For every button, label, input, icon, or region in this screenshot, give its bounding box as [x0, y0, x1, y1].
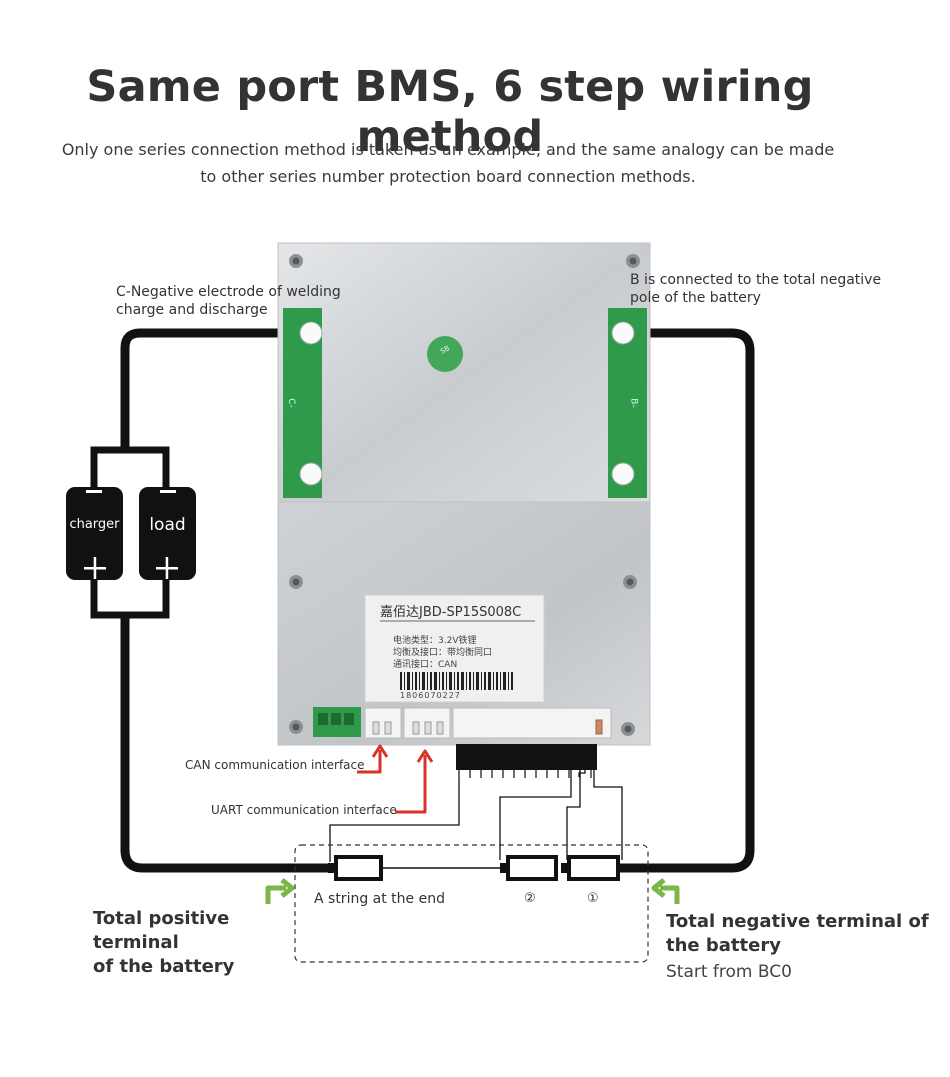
b-connected-line-1: B is connected to the total negative: [630, 272, 882, 288]
charger-label: charger: [69, 517, 120, 532]
total-positive-line-2: of the battery: [93, 956, 235, 977]
bms-board: [277, 242, 651, 746]
barcode: [400, 672, 513, 690]
c-negative-line-1: C-Negative electrode of welding: [116, 284, 341, 300]
wire-b-negative: [618, 328, 755, 873]
battery-pack-outline: [294, 844, 649, 963]
total-positive-label: Total positive terminal of the battery: [93, 907, 293, 979]
subtitle-line-2: to other series number protection board …: [200, 167, 696, 186]
start-from-label: Start from BC0: [666, 962, 792, 982]
wire-to-positive: [120, 615, 336, 873]
board-model-label: 嘉佰达JBD-SP15S008C: [380, 605, 522, 620]
board-spec-line-1: 电池类型：3.2V铁锂: [393, 636, 477, 646]
uart-interface-label: UART communication interface: [211, 803, 397, 817]
balance-wires: [329, 770, 623, 862]
can-interface-label: CAN communication interface: [185, 758, 365, 772]
total-negative-label: Total negative terminal of the battery: [666, 910, 936, 958]
total-negative-line-1: Total negative terminal of: [666, 911, 929, 932]
red-arrow-icon: [357, 744, 434, 814]
bracket-top: [90, 446, 170, 492]
cell-2: [500, 855, 558, 881]
green-arrow-icon: [265, 878, 680, 904]
load-label: load: [149, 515, 186, 535]
board-spec-line-3: 通讯接口：CAN: [393, 660, 458, 670]
board-spec-label: 电池类型：3.2V铁锂 均衡及接口：带均衡同口 通讯接口：CAN: [393, 635, 543, 671]
cell-1: [561, 855, 620, 881]
subtitle-line-1: Only one series connection method is tak…: [61, 140, 835, 159]
board-spec-line-2: 均衡及接口：带均衡同口: [393, 648, 493, 658]
c-negative-line-2: charge and discharge: [116, 302, 268, 318]
b-connected-line-2: pole of the battery: [630, 290, 761, 306]
b-connected-label: B is connected to the total negative pol…: [630, 271, 890, 307]
charger-block: [66, 487, 123, 580]
load-block: [139, 487, 196, 580]
cell-2-label: ②: [524, 891, 536, 906]
total-positive-line-1: Total positive terminal: [93, 908, 230, 953]
pad-b-label: B-: [628, 398, 639, 408]
balance-connector: [456, 744, 597, 778]
cell-string-end: [328, 855, 383, 881]
string-end-label: A string at the end: [314, 891, 445, 907]
cell-1-label: ①: [587, 891, 599, 906]
page-title: Same port BMS, 6 step wiring method: [86, 62, 814, 162]
c-negative-label: C-Negative electrode of welding charge a…: [116, 283, 356, 319]
page-subtitle: Only one series connection method is tak…: [60, 136, 836, 190]
total-negative-line-2: the battery: [666, 935, 781, 956]
wire-c-negative: [120, 328, 312, 450]
pad-c-label: C-: [285, 398, 296, 408]
barcode-number: 1806070227: [400, 691, 461, 700]
bracket-bottom: [90, 578, 170, 619]
